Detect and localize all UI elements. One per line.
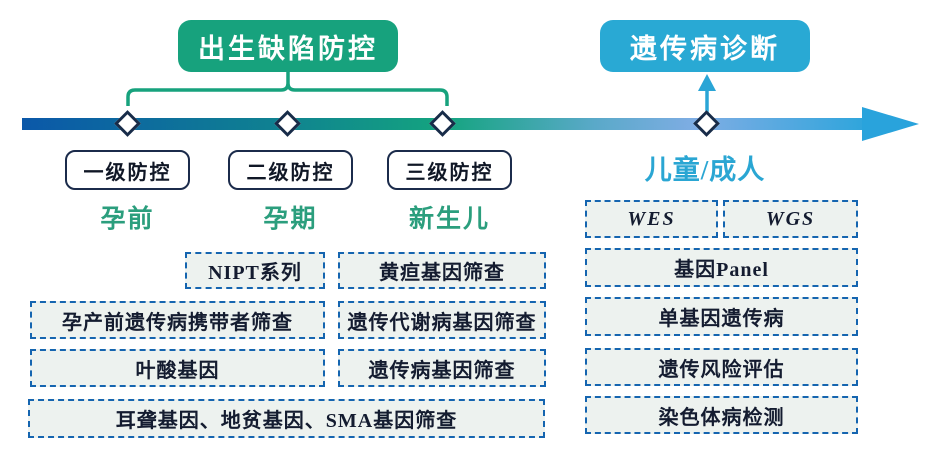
gene-panel-box: 基因Panel [585, 248, 858, 287]
stage-newborn-label: 新生儿 [408, 206, 490, 233]
nipt-series-box: NIPT系列 [185, 252, 325, 289]
timeline-arrowhead-icon [862, 107, 919, 141]
level-2-prevention-box: 二级防控 [228, 150, 353, 190]
wes-box: WES [585, 200, 718, 238]
genetic-disease-diagnosis-title: 遗传病诊断 [600, 20, 810, 72]
jaundice-gene-screening-box: 黄疸基因筛查 [338, 252, 546, 289]
stage-pregnancy-label: 孕期 [263, 206, 318, 233]
genetic-risk-assessment-box: 遗传风险评估 [585, 348, 858, 386]
deafness-thalassemia-sma-box: 耳聋基因、地贫基因、SMA基因筛查 [28, 399, 545, 438]
timeline-diamond-marker-3 [429, 110, 456, 137]
wgs-box: WGS [723, 200, 858, 238]
level-1-prevention-box: 一级防控 [65, 150, 190, 190]
stage-pre-pregnancy-label: 孕前 [100, 206, 155, 233]
metabolic-gene-screening-box: 遗传代谢病基因筛查 [338, 301, 546, 339]
timeline-diamond-marker-1 [114, 110, 141, 137]
carrier-screening-box: 孕产前遗传病携带者筛查 [30, 301, 325, 339]
chromosome-disease-detection-box: 染色体病检测 [585, 396, 858, 434]
folate-gene-box: 叶酸基因 [30, 349, 325, 387]
stage-child-adult-label: 儿童/成人 [644, 154, 766, 185]
level-3-prevention-box: 三级防控 [387, 150, 512, 190]
monogenic-disease-box: 单基因遗传病 [585, 297, 858, 336]
genetic-disease-screening-box: 遗传病基因筛查 [338, 349, 546, 387]
brace-connector [126, 72, 449, 106]
birth-defect-prevention-title: 出生缺陷防控 [178, 20, 398, 72]
timeline-diamond-marker-2 [274, 110, 301, 137]
